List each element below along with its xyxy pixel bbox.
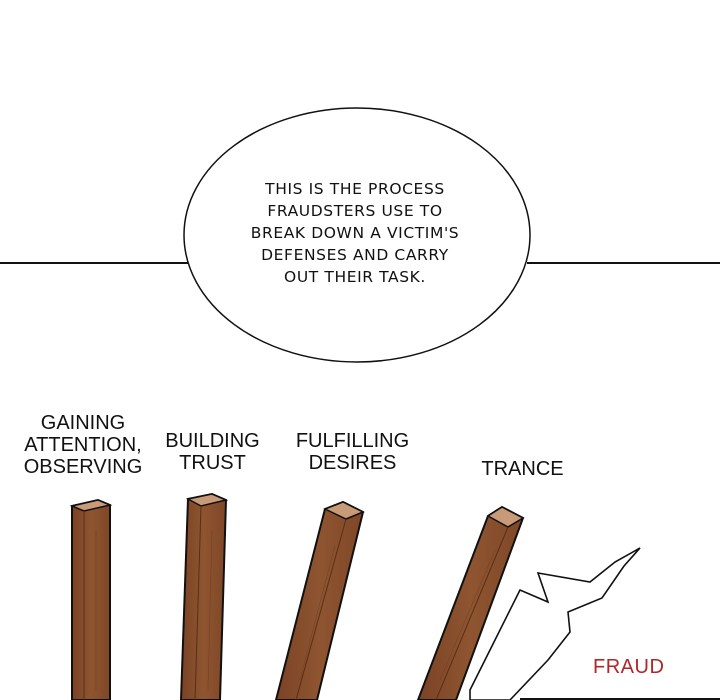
plank-4 [416,505,525,700]
plank-1 [69,498,113,700]
stage-label-line: ATTENTION, [24,434,142,456]
bubble-line: FRAUDSTERS USE TO [267,202,443,220]
plank-3 [274,500,365,700]
speech-bubble-text: THIS IS THE PROCESS FRAUDSTERS USE TO BR… [215,178,495,288]
bubble-line: DEFENSES AND CARRY [261,246,449,264]
speech-bubble [183,107,531,363]
stage-label-attention: GAINING ATTENTION, OBSERVING [18,412,148,478]
stage-label-trance: TRANCE [470,458,575,480]
bubble-line: THIS IS THE PROCESS [265,180,445,198]
stage-label-line: BUILDING [165,430,260,452]
stage-label-line: TRUST [179,452,246,474]
plank-2 [179,492,229,700]
stage-label-line: OBSERVING [23,456,143,478]
stage-label-line: TRANCE [481,458,564,480]
stage-label-trust: BUILDING TRUST [155,430,270,474]
bubble-line: OUT THEIR TASK. [284,268,426,286]
stage-label-line: FULFILLING [295,430,410,452]
bubble-line: BREAK DOWN A VICTIM'S [250,224,460,242]
fraud-label: FRAUD [593,656,665,678]
stage-label-line: DESIRES [308,452,397,474]
impact-splash [469,547,641,700]
stage-label-line: GAINING [40,412,126,434]
stage-label-desires: FULFILLING DESIRES [285,430,420,474]
